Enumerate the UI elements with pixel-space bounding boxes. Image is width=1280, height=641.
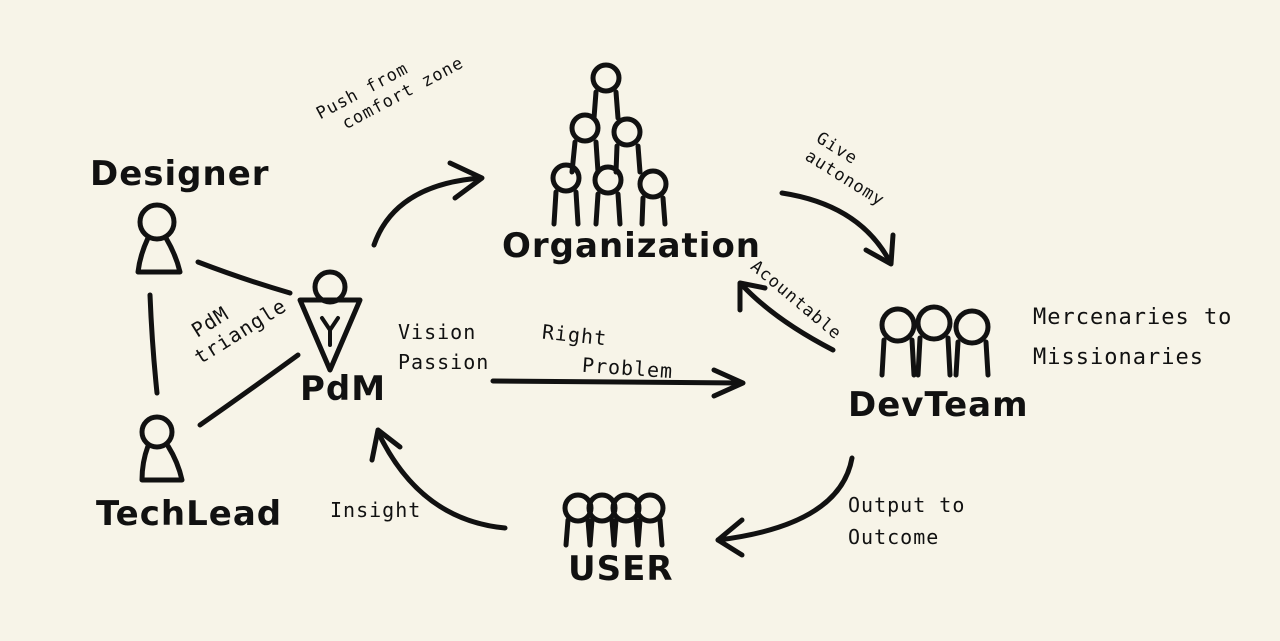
arrow-organization-to-devteam bbox=[779, 190, 896, 267]
pdm-label: PdM bbox=[300, 369, 387, 409]
mercenaries-line-2: Missionaries bbox=[1033, 345, 1204, 370]
output-line-1: Output to bbox=[848, 493, 966, 517]
arrow-user-to-pdm bbox=[369, 427, 508, 531]
arrow-devteam-to-user bbox=[715, 455, 855, 558]
mercenaries-line-1: Mercenaries to bbox=[1033, 305, 1233, 330]
arrow-pdm-to-organization bbox=[371, 160, 485, 248]
triangle-edge-designer-pdm bbox=[195, 259, 293, 296]
vision-label: Vision bbox=[398, 320, 477, 344]
output-line-2: Outcome bbox=[848, 525, 940, 549]
designer-figure bbox=[135, 202, 183, 275]
user-label: USER bbox=[568, 549, 674, 589]
dev-team-label: DevTeam bbox=[848, 385, 1029, 425]
designer-label: Designer bbox=[90, 154, 270, 194]
right-line-1: Right bbox=[540, 319, 609, 351]
pdm-figure bbox=[297, 269, 363, 373]
arrow-pdm-to-devteam bbox=[490, 367, 746, 399]
dev-team-figure bbox=[879, 304, 991, 378]
passion-label: Passion bbox=[398, 350, 490, 374]
user-figure bbox=[562, 492, 666, 548]
insight-label: Insight bbox=[330, 498, 422, 522]
organization-figure bbox=[550, 62, 669, 227]
right-line-2: Problem bbox=[581, 352, 675, 384]
organization-label: Organization bbox=[502, 226, 762, 266]
triangle-edge-designer-techlead bbox=[147, 292, 160, 396]
triangle-edge-techlead-pdm bbox=[197, 352, 301, 428]
tech-lead-figure bbox=[139, 414, 185, 483]
arrow-devteam-to-organization bbox=[737, 280, 836, 353]
tech-lead-label: TechLead bbox=[96, 494, 283, 534]
